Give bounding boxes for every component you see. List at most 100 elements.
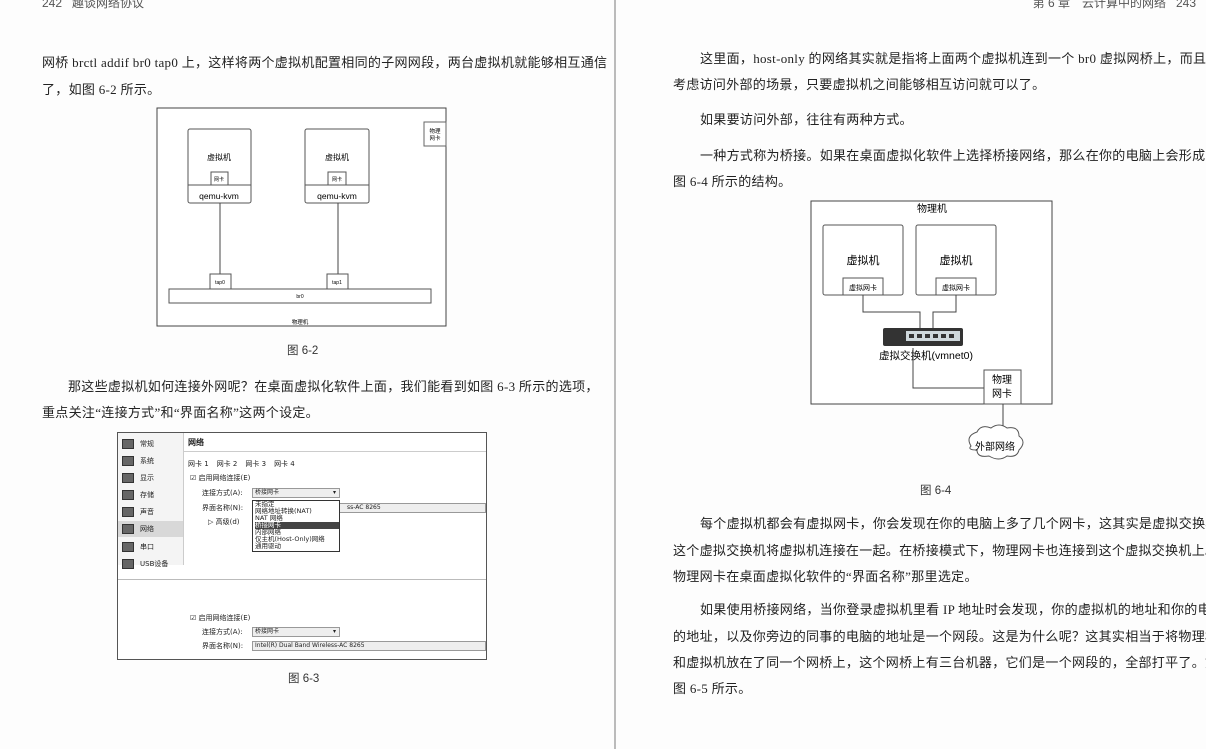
figure-6-3-settings-window: 常规 系统 显示 存储 声音 网络 串口 USB设备 网络 网卡 1 网卡 2 … xyxy=(117,432,487,660)
paragraph-line: 和虚拟机放在了同一个网桥上，这个网桥上有三台机器，它们是一个网段的，全部打平了。… xyxy=(673,655,1206,670)
iface-value: ss-AC 8265 xyxy=(347,504,381,511)
br0-bridge xyxy=(168,288,432,304)
tab-nic-2[interactable]: 网卡 2 xyxy=(216,460,238,468)
vm-1: 虚拟机 网卡 qemu-kvm xyxy=(187,128,252,204)
paragraph-line: 每个虚拟机都会有虚拟网卡，你会发现在你的电脑上多了几个网卡，这其实是虚拟交换机。 xyxy=(700,516,1206,531)
vm-label: 虚拟机 xyxy=(325,152,349,162)
iface-label-bottom: 界面名称(N): xyxy=(202,642,244,650)
sidebar-label: 系统 xyxy=(140,457,154,465)
qemu-kvm-label: qemu-kvm xyxy=(199,191,239,201)
paragraph-line: 考虑访问外部的场景，只要虚拟机之间能够相互访问就可以了。 xyxy=(673,77,1046,92)
host-label: 物理机 xyxy=(917,202,947,215)
network-icon xyxy=(122,524,134,534)
attach-select[interactable]: 桥接网卡 ▾ xyxy=(252,488,340,498)
br0-label: br0 xyxy=(296,294,303,300)
vnic-label: 虚拟网卡 xyxy=(942,283,970,292)
tab-nic-1[interactable]: 网卡 1 xyxy=(188,460,209,468)
attach-value: 桥接网卡 xyxy=(255,489,280,496)
sidebar-item-usb[interactable]: USB设备 xyxy=(122,556,182,572)
vm-2: 虚拟机 网卡 qemu-kvm xyxy=(304,128,370,204)
sidebar-label: 常规 xyxy=(140,440,154,448)
sidebar-item-network[interactable]: 网络 xyxy=(118,521,183,537)
sidebar-item-general[interactable]: 常规 xyxy=(122,436,182,452)
attach-dropdown-list: 未指定 网络地址转换(NAT) NAT 网络 桥接网卡 内部网络 仅主机(Hos… xyxy=(252,500,340,552)
paragraph-line: 了，如图 6-2 所示。 xyxy=(42,82,161,97)
right-page: 第 6 章 云计算中的网络 243 这里面，host-only 的网络其实就是指… xyxy=(616,0,1206,749)
figure-caption: 图 6-4 xyxy=(920,485,952,497)
paragraph-line: 这个虚拟交换机将虚拟机连接在一起。在桥接模式下，物理网卡也连接到这个虚拟交换机上… xyxy=(673,543,1206,558)
attach-select-bottom[interactable]: 桥接网卡▾ xyxy=(252,627,340,637)
figure-6-4: 物理机 虚拟机 虚拟网卡 虚拟机 虚拟网卡 虚拟交换机(vmnet0) 物理 网… xyxy=(810,200,1053,460)
dropdown-option[interactable]: 内部网络 xyxy=(255,528,281,536)
tab-nic-3[interactable]: 网卡 3 xyxy=(245,460,267,468)
storage-icon xyxy=(122,490,134,500)
tab-nic-4[interactable]: 网卡 4 xyxy=(274,460,295,468)
enable-network-checkbox-bottom[interactable]: ☑ 启用网络连接(E) xyxy=(190,614,251,622)
paragraph-line: 那这些虚拟机如何连接外网呢？在桌面虚拟化软件上面，我们能看到如图 6-3 所示的… xyxy=(68,379,599,394)
sidebar-label: 显示 xyxy=(140,474,154,482)
attach-label-bottom: 连接方式(A): xyxy=(202,628,243,636)
paragraph-line: 物理网卡在桌面虚拟化软件的“界面名称”那里选定。 xyxy=(673,569,978,584)
nic-tabs: 网卡 1 网卡 2 网卡 3 网卡 4 xyxy=(188,459,295,469)
figure-caption: 图 6-2 xyxy=(287,345,319,357)
switch-icon xyxy=(883,328,963,346)
chapter-title: 第 6 章 云计算中的网络 xyxy=(1032,0,1166,10)
general-icon xyxy=(122,439,134,449)
page-number: 243 xyxy=(1175,0,1196,10)
dropdown-option[interactable]: NAT 网络 xyxy=(255,514,283,522)
paragraph-line: 网桥 brctl addif br0 tap0 上，这样将两个虚拟机配置相同的子… xyxy=(42,55,608,70)
dropdown-option[interactable]: 网络地址转换(NAT) xyxy=(255,507,312,515)
iface-select-bottom[interactable]: Intel(R) Dual Band Wireless-AC 8265 xyxy=(252,641,486,651)
paragraph-line: 如果使用桥接网络，当你登录虚拟机里看 IP 地址时会发现，你的虚拟机的地址和你的… xyxy=(700,602,1206,617)
sidebar-item-audio[interactable]: 声音 xyxy=(122,504,182,520)
external-network-label: 外部网络 xyxy=(975,440,1015,453)
iface-label: 界面名称(N): xyxy=(202,504,244,512)
dropdown-option-selected[interactable]: 桥接网卡 xyxy=(255,522,339,529)
paragraph-line: 图 6-5 所示。 xyxy=(673,681,752,696)
host-label: 物理机 xyxy=(292,318,309,326)
physical-nic-label: 物理 xyxy=(992,373,1012,386)
figure-caption: 图 6-3 xyxy=(288,673,320,685)
sidebar-label: 存储 xyxy=(140,491,154,499)
dropdown-option[interactable]: 未指定 xyxy=(255,500,275,508)
page-header: 第 6 章 云计算中的网络 243 xyxy=(1033,0,1196,11)
paragraph-line: 图 6-4 所示的结构。 xyxy=(673,174,792,189)
physical-nic-label: 物理 xyxy=(429,127,441,135)
sidebar-label: 串口 xyxy=(140,543,154,551)
page-number: 242 xyxy=(42,0,63,10)
advanced-toggle[interactable]: ▷ 高级(d) xyxy=(208,518,240,526)
enable-network-checkbox[interactable]: ☑ 启用网络连接(E) xyxy=(190,474,251,482)
sidebar-item-display[interactable]: 显示 xyxy=(122,470,182,486)
vm-label: 虚拟机 xyxy=(940,253,973,267)
paragraph-line: 这里面，host-only 的网络其实就是指将上面两个虚拟机连到一个 br0 虚… xyxy=(700,51,1206,66)
tap0-label: tap0 xyxy=(215,280,225,286)
tap1-label: tap1 xyxy=(332,280,342,286)
usb-icon xyxy=(122,559,134,569)
book-spine xyxy=(614,0,616,749)
vm-label: 虚拟机 xyxy=(207,152,231,162)
sidebar-label: USB设备 xyxy=(140,560,169,568)
paragraph-line: 如果要访问外部，往往有两种方式。 xyxy=(700,112,913,127)
left-page: 242 趣谈网络协议 网桥 brctl addif br0 tap0 上，这样将… xyxy=(42,0,608,685)
cloud-icon xyxy=(968,424,1024,460)
settings-sidebar: 常规 系统 显示 存储 声音 网络 串口 USB设备 xyxy=(118,433,184,569)
sidebar-label: 网络 xyxy=(140,525,154,533)
nic-label: 网卡 xyxy=(332,176,342,183)
display-icon xyxy=(122,473,134,483)
sidebar-item-storage[interactable]: 存储 xyxy=(122,487,182,503)
page-header: 242 趣谈网络协议 xyxy=(42,0,144,11)
audio-icon xyxy=(122,507,134,517)
physical-nic-label: 网卡 xyxy=(429,134,441,142)
qemu-kvm-label: qemu-kvm xyxy=(317,191,357,201)
physical-nic-label: 网卡 xyxy=(992,387,1012,400)
nic-label: 网卡 xyxy=(214,176,224,183)
sidebar-item-system[interactable]: 系统 xyxy=(122,453,182,469)
dropdown-option[interactable]: 仅主机(Host-Only)网络 xyxy=(255,535,325,543)
attach-value: 桥接网卡 xyxy=(255,628,280,635)
serial-port-icon xyxy=(122,542,134,552)
dropdown-option[interactable]: 通用驱动 xyxy=(255,542,281,550)
vnic-label: 虚拟网卡 xyxy=(849,283,877,292)
chevron-down-icon: ▾ xyxy=(332,489,336,496)
sidebar-item-serial[interactable]: 串口 xyxy=(122,539,182,555)
sidebar-label: 声音 xyxy=(140,508,154,516)
